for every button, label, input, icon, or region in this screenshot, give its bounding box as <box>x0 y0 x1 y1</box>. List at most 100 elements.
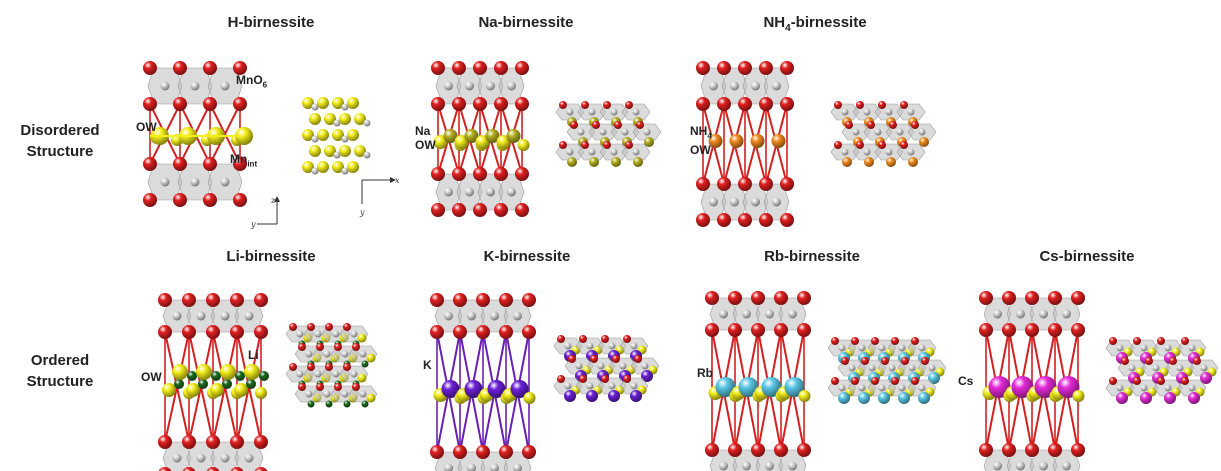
manganese-atom <box>196 453 206 463</box>
label-mnint: Mnint <box>230 152 258 169</box>
manganese-atom <box>852 128 860 136</box>
oxygen-atom <box>738 61 752 75</box>
manganese-atom <box>513 463 522 471</box>
potassium-atom <box>441 380 460 398</box>
oxygen-atom <box>705 443 719 457</box>
manganese-atom <box>898 344 906 352</box>
oxygen-atom <box>499 445 513 459</box>
oxygen-atom <box>203 157 217 171</box>
oxygen-atom <box>911 337 919 345</box>
oxygen-atom <box>774 443 788 457</box>
oxygen-atom <box>780 97 794 111</box>
lithium-atom <box>361 400 369 408</box>
manganese-atom <box>172 311 182 321</box>
rubidium-atom <box>858 392 870 404</box>
oxygen-atom <box>522 325 536 339</box>
oxygen-atom <box>881 357 889 365</box>
manganese-atom <box>244 453 254 463</box>
oxygen-atom <box>851 377 859 385</box>
manganese-atom <box>863 148 871 156</box>
oxygen-atom <box>751 323 765 337</box>
row-label-ordered: Ordered Structure <box>5 350 115 392</box>
oxygen-atom <box>590 355 598 363</box>
manganese-atom <box>898 384 906 392</box>
manganese-atom <box>918 384 926 392</box>
manganese-atom <box>918 344 926 352</box>
manganese-atom <box>465 81 474 91</box>
oxygen-atom <box>352 383 360 391</box>
oxygen-atom <box>206 293 220 307</box>
oxygen-atom <box>568 355 576 363</box>
row-label-line-2: Structure <box>26 373 94 390</box>
water-atom <box>244 364 260 380</box>
oxygen-atom <box>1048 291 1062 305</box>
rubidium-atom <box>761 377 782 397</box>
manganese-atom <box>1016 461 1025 471</box>
manganese-atom <box>993 309 1002 319</box>
label-cs: Cs <box>958 374 974 388</box>
oxygen-atom <box>797 291 811 305</box>
oxygen-atom <box>705 291 719 305</box>
oxygen-atom <box>612 355 620 363</box>
oxygen-atom <box>316 343 324 351</box>
ammonium-atom <box>750 134 765 148</box>
ammonium-atom <box>708 134 723 148</box>
oxygen-atom <box>751 291 765 305</box>
water-atom <box>196 364 212 380</box>
manganese-atom <box>444 463 453 471</box>
oxygen-atom <box>559 101 567 109</box>
cesium-atom <box>1188 392 1200 404</box>
manganese-atom <box>467 311 476 321</box>
manganese-atom <box>160 177 170 187</box>
manganese-atom <box>1152 364 1160 372</box>
water-atom <box>332 129 344 141</box>
oxygen-atom <box>499 325 513 339</box>
oxygen-atom <box>1002 323 1016 337</box>
oxygen-atom <box>717 177 731 191</box>
manganese-atom <box>838 384 846 392</box>
lithium-atom <box>343 400 351 408</box>
oxygen-atom <box>557 375 565 383</box>
water-atom <box>354 113 366 125</box>
manganese-atom <box>742 461 751 471</box>
oxygen-atom <box>494 97 508 111</box>
oxygen-atom <box>831 377 839 385</box>
oxygen-atom <box>307 363 315 371</box>
rubidium-atom <box>898 392 910 404</box>
manganese-atom <box>575 362 583 370</box>
manganese-atom <box>1140 384 1148 392</box>
bond <box>209 103 241 165</box>
oxygen-atom <box>861 357 869 365</box>
oxygen-atom <box>158 435 172 449</box>
manganese-atom <box>359 390 367 398</box>
sodium-atom <box>567 157 577 167</box>
oxygen-atom <box>1071 323 1085 337</box>
potassium-atom <box>510 380 529 398</box>
oxygen-atom <box>696 213 710 227</box>
rubidium-atom <box>878 392 890 404</box>
ammonium-atom <box>864 157 874 167</box>
axis-label-y: y <box>250 220 256 229</box>
manganese-atom <box>751 197 760 207</box>
oxygen-atom <box>206 325 220 339</box>
oxygen-atom <box>203 97 217 111</box>
manganese-atom <box>751 81 760 91</box>
sodium-atom <box>464 129 479 143</box>
oxygen-atom <box>579 375 587 383</box>
oxygen-atom <box>728 443 742 457</box>
oxygen-atom <box>298 383 306 391</box>
manganese-atom <box>908 364 916 372</box>
manganese-atom <box>742 309 751 319</box>
oxygen-atom <box>1048 323 1062 337</box>
oxygen-atom <box>921 357 929 365</box>
oxygen-atom <box>143 97 157 111</box>
manganese-atom <box>323 350 331 358</box>
manganese-atom <box>885 108 893 116</box>
manganese-atom <box>928 364 936 372</box>
oxygen-atom <box>759 61 773 75</box>
water-atom <box>357 333 367 343</box>
manganese-atom <box>1039 309 1048 319</box>
oxygen-atom <box>143 193 157 207</box>
manganese-atom <box>220 177 230 187</box>
